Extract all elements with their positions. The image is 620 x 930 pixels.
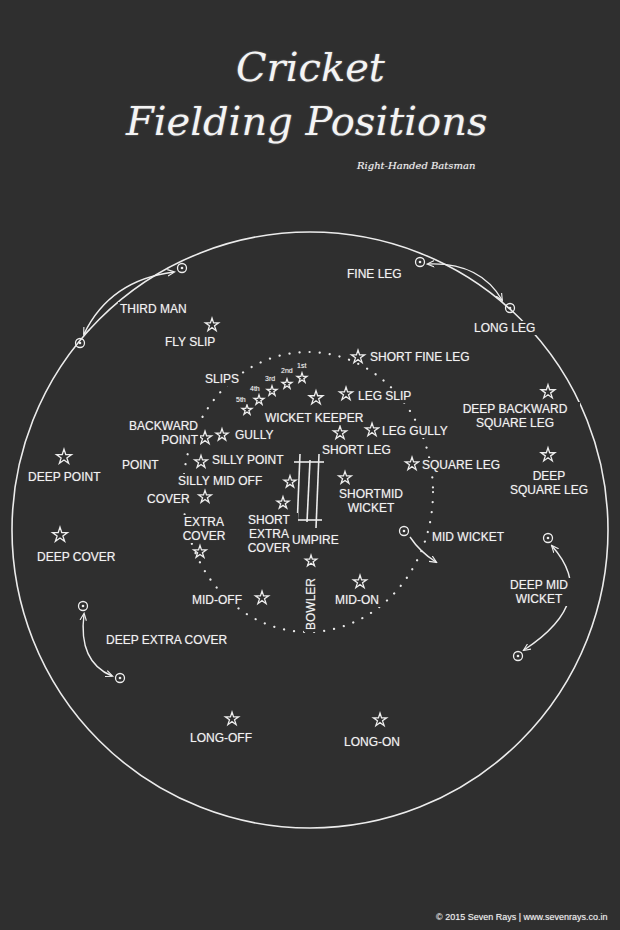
position-label: DEEP MID WICKET (494, 578, 584, 606)
fielder-star (267, 386, 277, 395)
fielder-star (405, 457, 418, 470)
fielder-star (353, 575, 366, 588)
position-label: DEEP POINT (26, 470, 102, 484)
position-label: SHORT LEG (320, 443, 393, 457)
position-label: SQUARE LEG (420, 458, 502, 472)
fielder-star (277, 497, 289, 508)
fielder-star (309, 391, 323, 404)
copyright-note: © 2015 Seven Rays | www.sevenrays.co.in (434, 912, 610, 923)
fielder-ring (514, 652, 523, 661)
fielder-star (373, 713, 386, 726)
inner-circle (183, 352, 433, 632)
position-label: MID-ON (333, 593, 381, 607)
fielder-star (365, 423, 378, 436)
position-label: FLY SLIP (163, 335, 217, 349)
title: Cricket Fielding Positions (126, 40, 494, 148)
fielder-star (205, 318, 218, 331)
slip-number: 1st (295, 361, 308, 370)
position-label: SILLY POINT (210, 453, 286, 467)
fielder-star (282, 379, 292, 388)
fielder-ring (116, 674, 125, 683)
fielder-ring (76, 339, 85, 348)
slip-number: 3rd (263, 374, 277, 383)
fielder-star (194, 545, 207, 557)
fielder-star (541, 385, 555, 398)
fielder-star (255, 591, 268, 604)
position-label: GULLY (233, 428, 275, 442)
position-label: LONG-ON (342, 735, 402, 749)
position-label: THIRD MAN (118, 302, 189, 316)
position-label: LONG-OFF (188, 731, 254, 745)
subtitle: Right-Handed Batsman (355, 160, 477, 172)
position-label: MID WICKET (430, 530, 506, 544)
fielder-ring (544, 534, 553, 543)
position-label: SLIPS (203, 372, 241, 386)
position-label: LONG LEG (472, 321, 537, 335)
position-label: EXTRA COVER (174, 515, 234, 543)
fielder-star (199, 490, 212, 502)
position-label: COVER (145, 492, 192, 506)
fielder-star (195, 455, 208, 467)
fielder-star (339, 387, 352, 400)
position-label: SHORTMID WICKET (332, 487, 410, 515)
slip-number: 4th (248, 384, 262, 393)
position-label: DEEP EXTRA COVER (104, 633, 229, 647)
slip-number: 5th (234, 395, 248, 404)
fielder-ring (400, 527, 409, 536)
fielder-star (305, 555, 316, 566)
position-label: DEEP SQUARE LEG (505, 469, 593, 497)
fielder-star (297, 373, 307, 382)
fielder-star (333, 426, 346, 439)
position-label: BACKWARD POINT (118, 419, 200, 447)
fielder-star (284, 476, 296, 487)
position-label: DEEP BACKWARD SQUARE LEG (450, 402, 580, 430)
slip-number: 2nd (279, 366, 295, 375)
position-label: LEG GULLY (380, 424, 450, 438)
fielder-star (242, 405, 252, 414)
fielder-star (52, 527, 67, 541)
position-label: SHORT FINE LEG (368, 350, 472, 364)
position-label: DEEP COVER (35, 550, 117, 564)
move-arrow (428, 264, 502, 300)
boundary-circle (12, 232, 608, 828)
position-label: UMPIRE (290, 533, 341, 547)
position-label: MID-OFF (190, 593, 244, 607)
fielder-star (56, 449, 71, 463)
fielder-star (351, 350, 364, 363)
fielder-star (198, 431, 211, 444)
fielder-star (216, 429, 228, 440)
fielder-star (225, 712, 238, 725)
position-label: LEG SLIP (356, 389, 413, 403)
fielder-ring (178, 264, 187, 273)
position-label: BOWLER (304, 576, 318, 632)
fielder-ring (79, 602, 88, 611)
position-label: SILLY MID OFF (176, 474, 264, 488)
fielder-star (339, 471, 352, 483)
fielder-star (254, 395, 264, 404)
fielder-ring (416, 258, 425, 267)
fielder-ring (506, 304, 515, 313)
fielder-star (541, 448, 555, 461)
position-label: WICKET KEEPER (263, 411, 365, 425)
position-label: FINE LEG (345, 267, 404, 281)
position-label: POINT (120, 458, 161, 472)
